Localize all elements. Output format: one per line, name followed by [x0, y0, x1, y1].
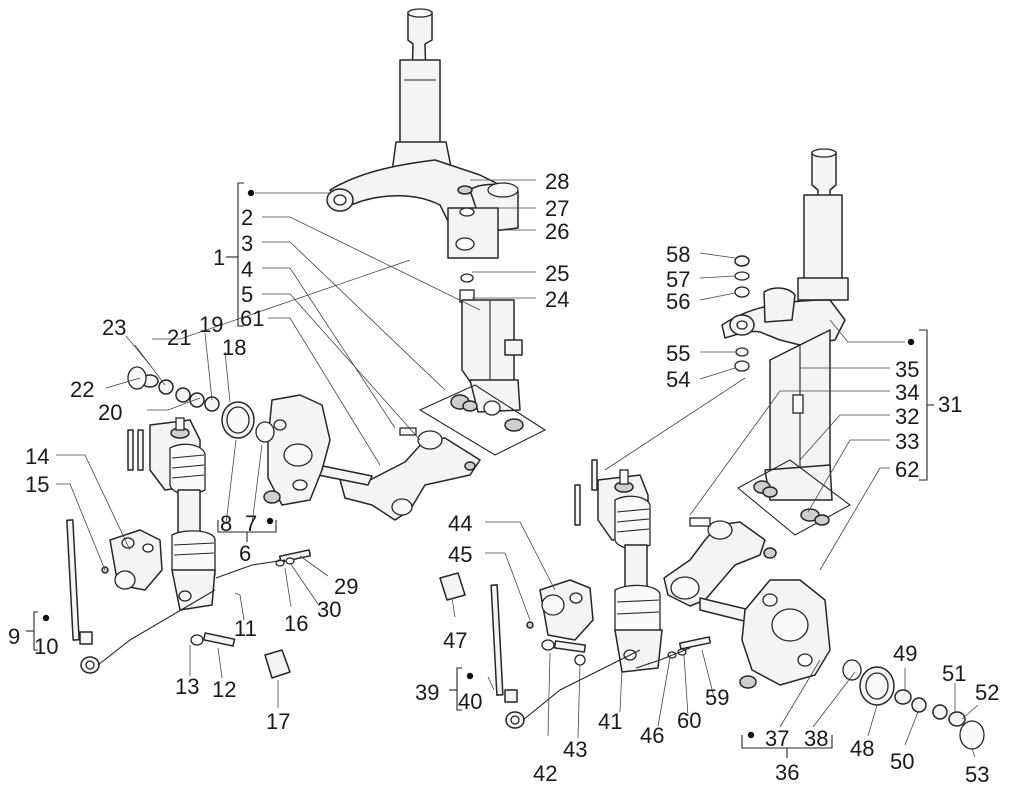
callout-8: 8 [220, 511, 232, 536]
callout-45: 45 [448, 542, 472, 567]
callout-52: 52 [975, 680, 999, 705]
left-caliper [101, 529, 163, 591]
right-rod-and-end [490, 584, 641, 729]
group-dot [266, 517, 274, 525]
group-dot [907, 338, 915, 346]
group-dot [747, 731, 755, 739]
callout-40: 40 [458, 689, 482, 714]
callout-33: 33 [895, 429, 919, 454]
callout-4: 4 [241, 257, 253, 282]
left-shock-absorber [127, 417, 216, 611]
callout-44: 44 [448, 511, 472, 536]
group-dot [247, 189, 255, 197]
callout-51: 51 [942, 661, 966, 686]
callout-6: 6 [239, 541, 251, 566]
callout-5: 5 [241, 282, 253, 307]
callout-3: 3 [241, 231, 253, 256]
callout-24: 24 [545, 287, 569, 312]
callout-41: 41 [598, 709, 622, 734]
callout-7: 7 [245, 511, 257, 536]
callout-38: 38 [804, 726, 828, 751]
callout-29: 29 [334, 574, 358, 599]
callout-25: 25 [545, 261, 569, 286]
callout-62: 62 [895, 457, 919, 482]
callout-36: 36 [775, 760, 799, 785]
callout-9: 9 [8, 624, 20, 649]
left-steering-column [326, 8, 547, 456]
callout-50: 50 [890, 749, 914, 774]
callout-14: 14 [25, 444, 49, 469]
group-dot [42, 614, 50, 622]
right-steering-column [721, 148, 852, 536]
callout-26: 26 [545, 219, 569, 244]
callout-46: 46 [640, 723, 664, 748]
callout-32: 32 [895, 404, 919, 429]
callout-47: 47 [443, 628, 467, 653]
callout-20: 20 [98, 400, 122, 425]
callout-37: 37 [765, 726, 789, 751]
callout-61: 61 [240, 306, 264, 331]
callout-15: 15 [25, 472, 49, 497]
callout-17: 17 [266, 709, 290, 734]
callout-28: 28 [545, 169, 569, 194]
callout-59: 59 [705, 685, 729, 710]
callout-31: 31 [938, 392, 962, 417]
callout-30: 30 [317, 597, 341, 622]
callout-54: 54 [666, 367, 690, 392]
right-wheel-hub [739, 579, 985, 750]
callout-53: 53 [965, 762, 989, 787]
left-small-parts [190, 549, 312, 679]
right-small-parts [439, 572, 712, 669]
callout-19: 19 [199, 312, 223, 337]
callout-22: 22 [70, 377, 94, 402]
callout-56: 56 [666, 289, 690, 314]
callout-43: 43 [563, 737, 587, 762]
callout-49: 49 [893, 641, 917, 666]
callout-35: 35 [895, 357, 919, 382]
right-shock-absorber [574, 459, 663, 673]
callout-60: 60 [677, 708, 701, 733]
callout-34: 34 [895, 380, 919, 405]
left-swing-arm [317, 427, 481, 521]
callout-1: 1 [213, 245, 225, 270]
group-brackets [26, 182, 934, 758]
callout-39: 39 [415, 680, 439, 705]
callout-42: 42 [533, 761, 557, 786]
leader-lines [56, 179, 979, 758]
callout-12: 12 [212, 677, 236, 702]
callout-58: 58 [666, 242, 690, 267]
callout-57: 57 [666, 267, 690, 292]
callout-labels: 1 2 3 4 5 6 7 8 9 10 11 12 13 14 15 16 1… [8, 169, 999, 787]
left-rod-and-end [66, 519, 216, 674]
group-dot [466, 672, 474, 680]
callout-11: 11 [234, 616, 257, 641]
callout-13: 13 [175, 674, 199, 699]
callout-27: 27 [545, 196, 569, 221]
callout-16: 16 [284, 611, 308, 636]
callout-21: 21 [167, 325, 191, 350]
right-fasteners-stack [734, 255, 750, 372]
callout-55: 55 [666, 341, 690, 366]
callout-48: 48 [850, 736, 874, 761]
callout-10: 10 [34, 634, 58, 659]
callout-23: 23 [102, 315, 126, 340]
left-wheel-hub [127, 366, 331, 506]
right-caliper [526, 579, 594, 641]
callout-2: 2 [241, 205, 253, 230]
callout-18: 18 [222, 335, 246, 360]
